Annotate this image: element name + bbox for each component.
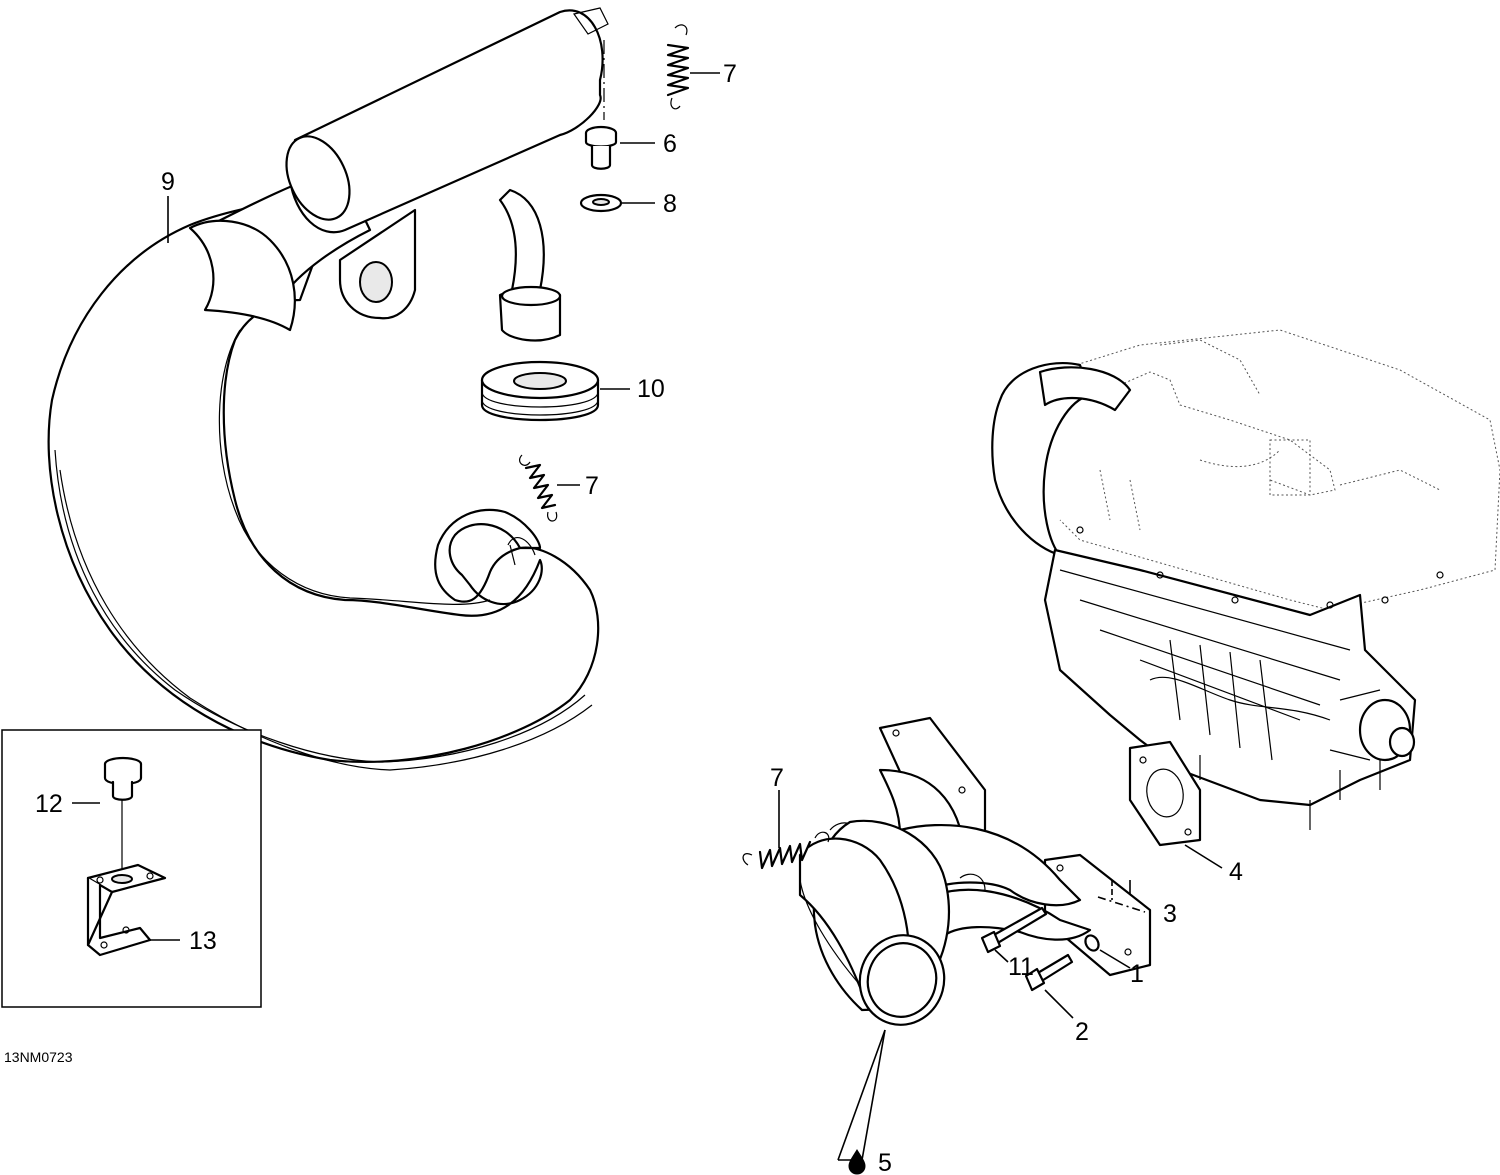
inset-detail-box [1, 729, 262, 1008]
spring-part-7-top [666, 24, 690, 110]
callout-1: 1 [1130, 960, 1144, 988]
muffler-canister [285, 7, 609, 342]
leader-lines [72, 72, 1223, 1161]
callout-7-lower: 7 [770, 764, 784, 792]
callout-13: 13 [189, 927, 217, 955]
rubber-bumper-part-12 [103, 756, 143, 886]
callout-8: 8 [663, 190, 677, 218]
drawing-code: 13NM0723 [4, 1049, 73, 1065]
rubber-ring-part-10 [480, 360, 600, 422]
callout-7-top: 7 [723, 60, 737, 88]
callout-11: 11 [1008, 953, 1034, 981]
callout-7-middle: 7 [585, 472, 599, 500]
lubricant-drop-icon [848, 1149, 866, 1175]
engine-reference-outline [991, 329, 1500, 830]
washer-part-8 [579, 193, 623, 213]
callout-5: 5 [878, 1149, 892, 1175]
exhaust-manifold-part-3 [798, 716, 1152, 1026]
callout-12: 12 [35, 790, 63, 818]
callout-6: 6 [663, 130, 677, 158]
callout-labels: 7 6 8 9 10 7 12 13 7 4 3 11 1 2 5 13NM07… [4, 60, 1243, 1175]
screw-part-11 [980, 906, 1048, 954]
callout-9: 9 [161, 168, 175, 196]
gasket-part-4 [1128, 740, 1202, 847]
grommet-part-6 [584, 125, 618, 170]
bolt-part-2 [1024, 953, 1074, 992]
callout-10: 10 [637, 375, 665, 403]
spring-part-7-middle [519, 454, 558, 522]
spring-part-7-lower [742, 831, 830, 870]
washer-part-1 [1084, 934, 1100, 952]
callout-2: 2 [1075, 1018, 1089, 1046]
callout-3: 3 [1163, 900, 1177, 928]
callout-4: 4 [1229, 858, 1243, 886]
